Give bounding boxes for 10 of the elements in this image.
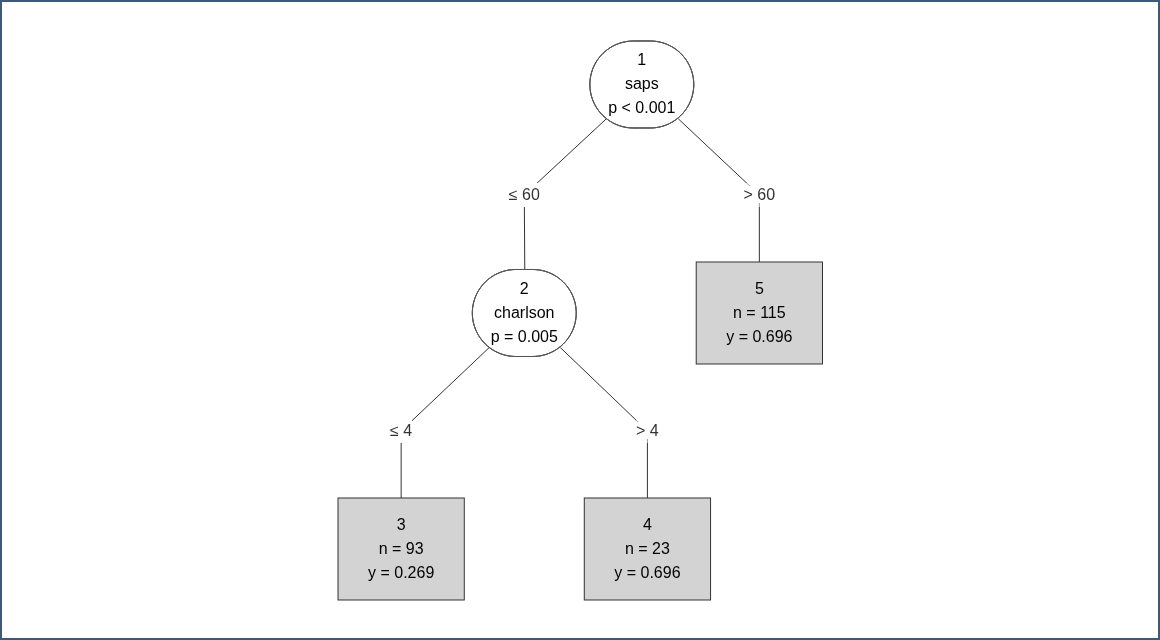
- connector: [677, 117, 760, 262]
- edge-label: > 60: [743, 185, 775, 203]
- node-box: 5 n = 115 y = 0.696: [695, 261, 823, 364]
- node-box: 4 n = 23 y = 0.696: [583, 497, 711, 600]
- edge-label: > 4: [635, 421, 659, 439]
- connector: [400, 346, 490, 498]
- connector: [559, 346, 648, 498]
- edge-label: ≤ 4: [389, 421, 412, 439]
- edge-label: ≤ 60: [508, 185, 540, 203]
- node-box: 3 n = 93 y = 0.269: [337, 497, 465, 600]
